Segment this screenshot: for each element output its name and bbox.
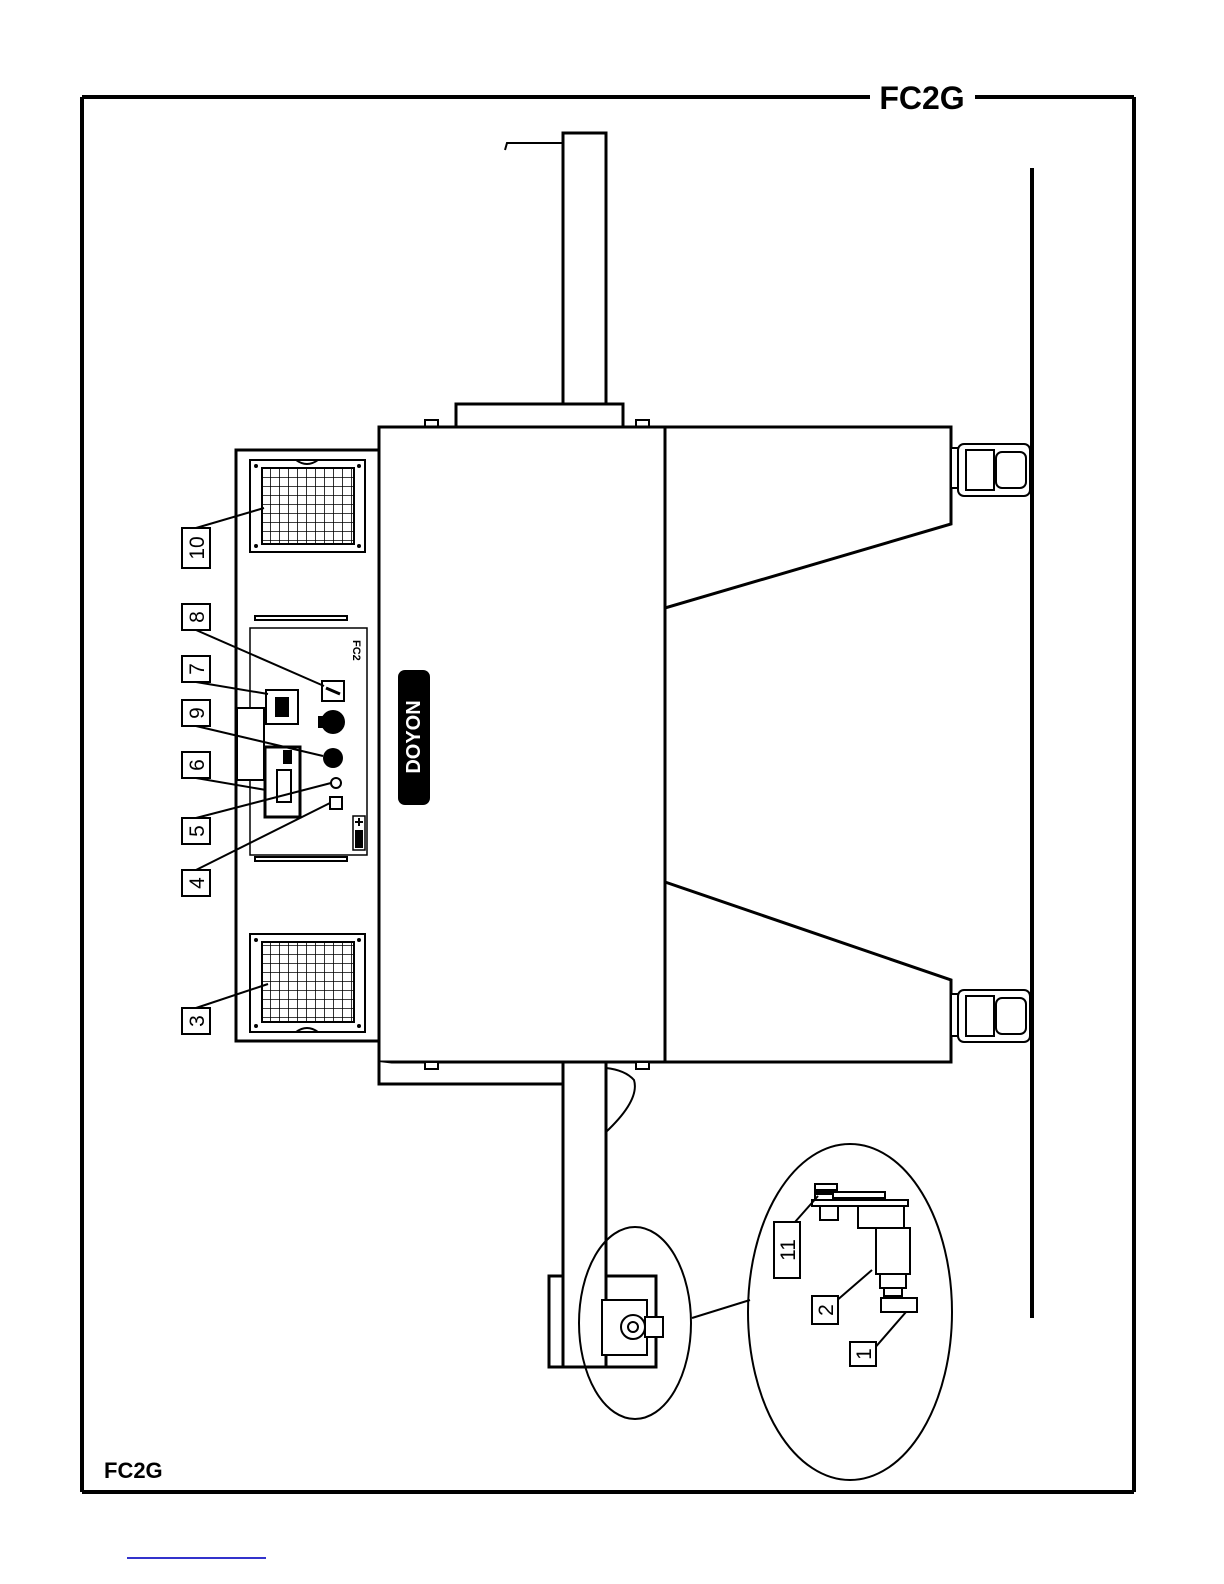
svg-text:5: 5 <box>186 825 209 837</box>
control-panel: FC2 <box>237 628 367 855</box>
svg-text:7: 7 <box>186 663 209 675</box>
svg-text:11: 11 <box>777 1239 800 1261</box>
drive-motor-detail <box>812 1184 917 1312</box>
callout-2: 2 <box>812 1270 872 1324</box>
svg-text:1: 1 <box>853 1348 876 1360</box>
side-cutout <box>237 708 264 780</box>
title-label: FC2G <box>879 80 964 116</box>
svg-text:9: 9 <box>186 707 209 719</box>
caster-top <box>951 444 1030 496</box>
indicator-light <box>323 748 343 768</box>
conveyor-bottom-extension <box>379 1062 663 1367</box>
svg-text:2: 2 <box>815 1304 838 1316</box>
doyon-logo-plate: DOYON <box>398 670 430 805</box>
svg-text:4: 4 <box>186 877 209 889</box>
panel-logo <box>353 816 365 850</box>
fan-grille-3 <box>250 934 365 1032</box>
callout-1: 1 <box>850 1312 906 1366</box>
thermostat-display <box>265 747 300 817</box>
logo-text: DOYON <box>403 700 425 773</box>
fan-grille-10 <box>250 460 365 552</box>
svg-text:6: 6 <box>186 759 209 771</box>
corner-label: FC2G <box>104 1458 163 1483</box>
oven-stand <box>665 427 951 1062</box>
conveyor-top-extension <box>425 133 649 427</box>
detail-leader <box>692 1300 750 1318</box>
power-indicator <box>331 778 341 788</box>
power-switch <box>330 797 342 809</box>
svg-text:3: 3 <box>186 1015 209 1027</box>
svg-text:10: 10 <box>186 536 209 559</box>
callout-11: 11 <box>774 1196 818 1278</box>
caster-bottom <box>951 990 1030 1042</box>
svg-text:8: 8 <box>186 611 209 623</box>
panel-label: FC2 <box>350 640 362 661</box>
